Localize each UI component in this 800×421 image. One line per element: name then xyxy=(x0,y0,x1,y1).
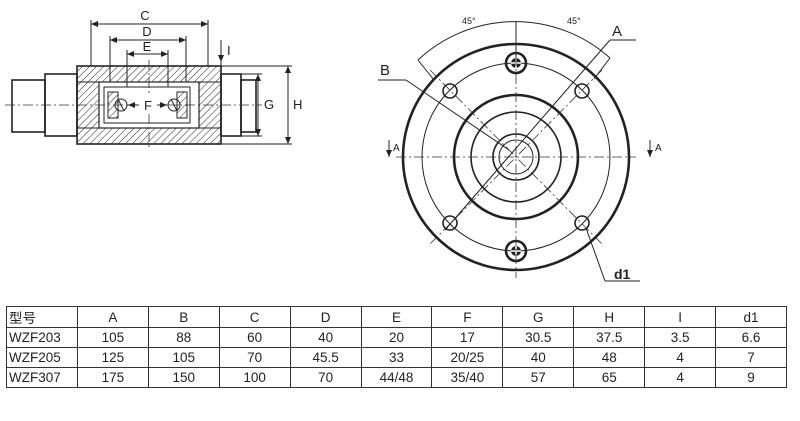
table-cell: 30.5 xyxy=(502,327,575,348)
table-row: WZF205 125 105 70 45.5 33 20/25 40 48 4 … xyxy=(6,347,787,368)
table-cell: 6.6 xyxy=(715,327,787,348)
right-shaft xyxy=(240,79,257,133)
table-cell: WZF203 xyxy=(6,327,78,348)
table-row: WZF203 105 88 60 40 20 17 30.5 37.5 3.5 … xyxy=(6,327,787,348)
dim-h-label: H xyxy=(293,97,302,112)
table-cell: 60 xyxy=(218,327,291,348)
table-cell: 65 xyxy=(573,367,646,388)
label-a: A xyxy=(612,23,622,40)
dim-f-label: F xyxy=(144,98,152,113)
table-cell: 150 xyxy=(147,367,220,388)
table-cell: 7 xyxy=(715,347,787,368)
col-header: A xyxy=(76,306,149,328)
bolt-hole xyxy=(574,215,590,231)
col-header: E xyxy=(360,306,433,328)
table-cell: 125 xyxy=(76,347,149,368)
spec-table: 型号 A B C D E F G H I d1 WZF203 105 88 60… xyxy=(6,306,787,388)
table-cell: 35/40 xyxy=(431,367,504,388)
table-cell: 105 xyxy=(76,327,149,348)
table-cell: 17 xyxy=(431,327,504,348)
bolt-hole xyxy=(442,215,458,231)
dim-g-label: G xyxy=(264,97,274,112)
col-header: 型号 xyxy=(6,306,78,328)
dim-i-label: I xyxy=(227,43,231,58)
table-cell: 44/48 xyxy=(360,367,433,388)
col-header: B xyxy=(147,306,220,328)
col-header: G xyxy=(502,306,575,328)
left-shaft xyxy=(11,79,46,133)
table-cell: 20/25 xyxy=(431,347,504,368)
angle-left-label: 45° xyxy=(462,16,476,26)
table-cell: 9 xyxy=(715,367,787,388)
dim-c-label: C xyxy=(140,8,149,23)
technical-drawing: C D E F I G H 45° 45° xyxy=(5,8,662,282)
table-cell: WZF307 xyxy=(6,367,78,388)
table-cell: 100 xyxy=(218,367,291,388)
front-view: 45° 45° A B xyxy=(378,16,662,282)
angle-right-label: 45° xyxy=(567,16,581,26)
label-d1: d1 xyxy=(614,266,631,282)
table-cell: 88 xyxy=(147,327,220,348)
section-label-left: A xyxy=(393,143,400,154)
table-cell: 70 xyxy=(218,347,291,368)
col-header: H xyxy=(573,306,646,328)
table-cell: 105 xyxy=(147,347,220,368)
bolt-hole xyxy=(442,83,458,99)
table-header-row: 型号 A B C D E F G H I d1 xyxy=(6,306,787,328)
label-b: B xyxy=(380,62,390,79)
col-header: F xyxy=(431,306,504,328)
col-header: C xyxy=(218,306,291,328)
table-cell: 40 xyxy=(502,347,575,368)
table-row: WZF307 175 150 100 70 44/48 35/40 57 65 … xyxy=(6,367,787,388)
side-section-view: C D E F I G H xyxy=(5,8,302,150)
table-cell: 37.5 xyxy=(573,327,646,348)
table-cell: 175 xyxy=(76,367,149,388)
table-cell: 48 xyxy=(573,347,646,368)
table-cell: 45.5 xyxy=(289,347,362,368)
table-cell: 4 xyxy=(644,347,717,368)
table-cell: 4 xyxy=(644,367,717,388)
table-cell: 40 xyxy=(289,327,362,348)
col-header: D xyxy=(289,306,362,328)
table-cell: 20 xyxy=(360,327,433,348)
dim-e-label: E xyxy=(143,39,152,54)
table-cell: 57 xyxy=(502,367,575,388)
col-header: d1 xyxy=(715,306,787,328)
table-cell: WZF205 xyxy=(6,347,78,368)
col-header: I xyxy=(644,306,717,328)
table-cell: 3.5 xyxy=(644,327,717,348)
table-cell: 70 xyxy=(289,367,362,388)
section-label-right: A xyxy=(655,143,662,154)
bolt-hole xyxy=(574,83,590,99)
table-cell: 33 xyxy=(360,347,433,368)
dim-d-label: D xyxy=(142,24,151,39)
